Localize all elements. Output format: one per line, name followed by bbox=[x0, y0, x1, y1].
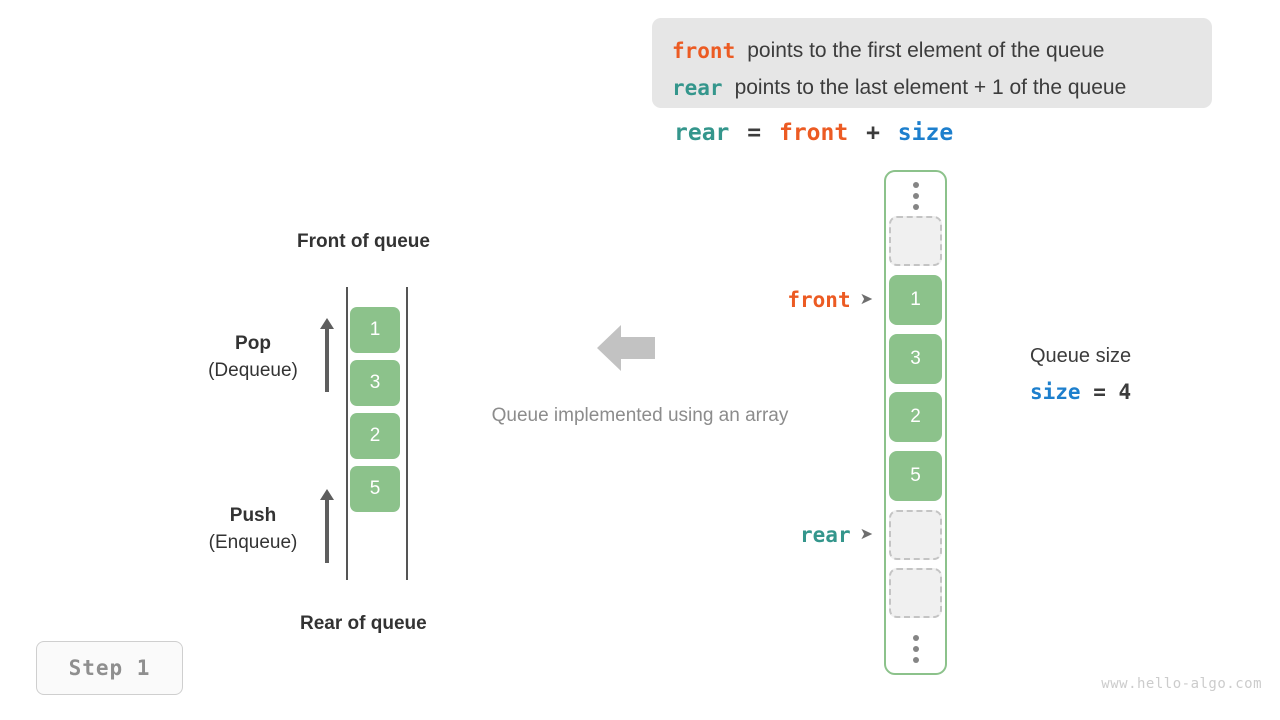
front-description: points to the first element of the queue bbox=[747, 38, 1105, 62]
pop-sublabel-text: (Dequeue) bbox=[208, 360, 298, 381]
step-badge: Step 1 bbox=[36, 641, 183, 695]
array-container bbox=[884, 170, 947, 675]
array-slot-empty bbox=[889, 216, 942, 266]
formula-equals: = bbox=[747, 120, 762, 146]
queue-rail-right bbox=[406, 287, 408, 580]
formula-size: size bbox=[897, 120, 954, 146]
rear-pointer-text: rear bbox=[800, 523, 851, 547]
formula-plus: + bbox=[866, 120, 880, 146]
array-ellipsis-bottom bbox=[889, 628, 942, 670]
pop-arrow-icon bbox=[320, 318, 334, 392]
front-keyword: front bbox=[672, 38, 736, 63]
push-arrow-icon bbox=[320, 489, 334, 563]
rear-pointer-arrow-icon: ➤ bbox=[859, 526, 873, 543]
center-caption: Queue implemented using an array bbox=[491, 405, 789, 426]
pop-label-text: Pop bbox=[235, 333, 271, 354]
definition-line-rear: rear points to the last element + 1 of t… bbox=[672, 69, 1192, 106]
front-pointer-text: front bbox=[787, 288, 851, 312]
push-sublabel-text: (Enqueue) bbox=[208, 532, 298, 553]
definition-line-front: front points to the first element of the… bbox=[672, 32, 1192, 69]
front-of-queue-label: Front of queue bbox=[297, 231, 430, 252]
queue-cell: 5 bbox=[350, 466, 400, 512]
rear-description: points to the last element + 1 of the qu… bbox=[734, 75, 1127, 99]
rear-pointer-label: rear ➤ bbox=[763, 523, 873, 547]
array-slot-filled: 3 bbox=[889, 334, 942, 384]
push-label-text: Push bbox=[229, 505, 277, 526]
rear-formula: rear = front + size bbox=[672, 120, 955, 146]
array-slot-empty bbox=[889, 510, 942, 560]
definitions-panel: front points to the first element of the… bbox=[652, 18, 1212, 108]
queue-cell: 1 bbox=[350, 307, 400, 353]
size-variable: size bbox=[1030, 380, 1081, 404]
size-value: 4 bbox=[1118, 380, 1132, 404]
queue-size-title: Queue size bbox=[1030, 345, 1132, 367]
array-slot-filled: 1 bbox=[889, 275, 942, 325]
array-ellipsis-top bbox=[889, 175, 942, 217]
queue-size-expression: size = 4 bbox=[1030, 380, 1131, 404]
size-equals: = bbox=[1093, 380, 1106, 404]
array-slot-filled: 2 bbox=[889, 392, 942, 442]
array-slot-empty bbox=[889, 568, 942, 618]
watermark: www.hello-algo.com bbox=[1101, 676, 1262, 692]
array-slot-filled: 5 bbox=[889, 451, 942, 501]
queue-cell: 3 bbox=[350, 360, 400, 406]
left-arrow-icon bbox=[597, 325, 655, 371]
rear-of-queue-label: Rear of queue bbox=[300, 613, 427, 634]
push-operation-label: Push (Enqueue) bbox=[183, 503, 323, 557]
rear-keyword: rear bbox=[672, 75, 723, 100]
queue-cell: 2 bbox=[350, 413, 400, 459]
front-pointer-arrow-icon: ➤ bbox=[859, 291, 873, 308]
pop-operation-label: Pop (Dequeue) bbox=[183, 331, 323, 385]
formula-rear: rear bbox=[674, 120, 730, 146]
front-pointer-label: front ➤ bbox=[763, 288, 873, 312]
queue-rail-left bbox=[346, 287, 348, 580]
formula-front: front bbox=[778, 120, 849, 146]
